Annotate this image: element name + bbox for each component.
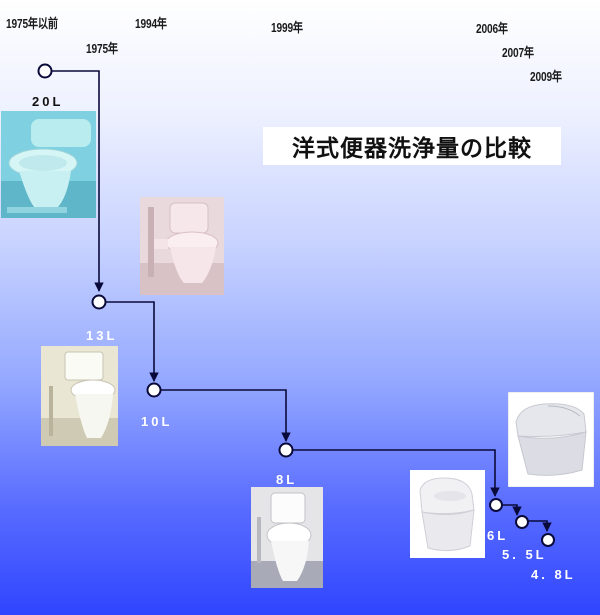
toilet-photo bbox=[140, 197, 224, 295]
connector-8-6 bbox=[293, 449, 500, 497]
diagram-title: 洋式便器洗浄量の比較 bbox=[292, 136, 532, 162]
volume-label-20: 20L bbox=[32, 94, 64, 109]
connector-13-10 bbox=[106, 301, 159, 382]
toilet-photo bbox=[508, 392, 594, 487]
timeline-node bbox=[91, 294, 107, 310]
timeline-node bbox=[515, 515, 529, 529]
volume-label-13: 13L bbox=[86, 328, 118, 343]
timeline-node bbox=[541, 533, 555, 547]
year-label-1999: 1999年 bbox=[271, 20, 303, 35]
volume-label-6: 6L bbox=[487, 528, 509, 543]
toilet-photo bbox=[41, 346, 118, 446]
year-label-2007: 2007年 bbox=[502, 45, 534, 60]
volume-label-10: 10L bbox=[141, 414, 173, 429]
toilet-photo bbox=[251, 487, 323, 588]
year-label-2006: 2006年 bbox=[476, 21, 508, 36]
timeline-node bbox=[489, 498, 503, 512]
connector-20-13 bbox=[51, 70, 104, 292]
year-label-1975-before: 1975年以前 bbox=[6, 16, 58, 31]
year-label-1994: 1994年 bbox=[135, 16, 167, 31]
timeline-node bbox=[146, 382, 162, 398]
timeline-node bbox=[37, 63, 53, 79]
year-label-2009: 2009年 bbox=[530, 69, 562, 84]
connector-55-48 bbox=[528, 520, 552, 532]
toilet-photo bbox=[410, 470, 485, 558]
volume-label-8: 8L bbox=[276, 472, 298, 487]
title-box: 洋式便器洗浄量の比較 bbox=[263, 127, 561, 165]
connector-6-55 bbox=[502, 504, 522, 516]
volume-label-48: 4. 8L bbox=[531, 567, 576, 582]
connector-10-8 bbox=[161, 389, 291, 442]
toilet-photo bbox=[1, 111, 96, 218]
volume-label-55: 5. 5L bbox=[502, 547, 547, 562]
timeline-node bbox=[278, 442, 294, 458]
year-label-1975: 1975年 bbox=[86, 41, 118, 56]
